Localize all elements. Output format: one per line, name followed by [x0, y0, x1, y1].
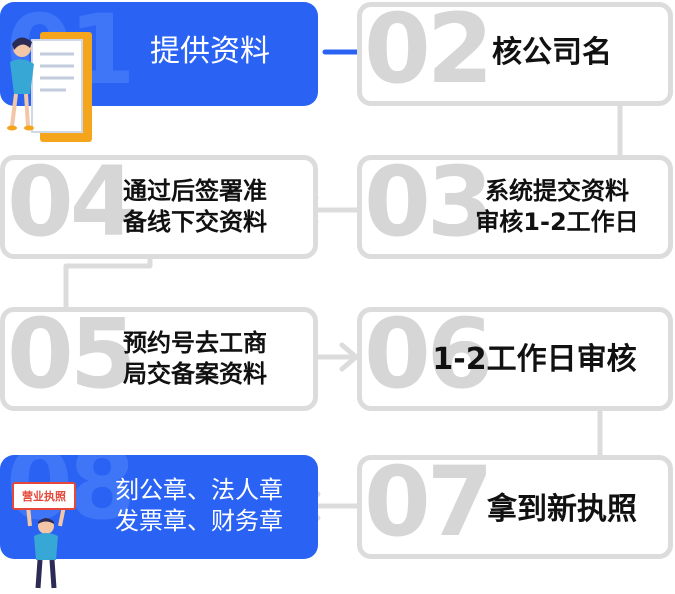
step-02-number: 02: [364, 2, 494, 105]
step-04-card: 04 通过后签署准 备线下交资料: [0, 155, 318, 259]
step-03-card: 03 系统提交资料 审核1-2工作日: [357, 155, 673, 259]
step-04-label: 通过后签署准 备线下交资料: [123, 177, 267, 237]
step-01-label: 提供资料: [150, 34, 270, 69]
document-person-illustration: [7, 32, 92, 142]
step-05-label: 预约号去工商 局交备案资料: [123, 329, 267, 389]
arrow-05-06: [315, 342, 359, 372]
step-05-card: 05 预约号去工商 局交备案资料: [0, 307, 318, 411]
business-license-sign: 营业执照: [12, 482, 76, 510]
step-03-label: 系统提交资料 审核1-2工作日: [475, 177, 639, 237]
step-03-number: 03: [364, 155, 494, 258]
license-person-illustration: 营业执照: [8, 476, 88, 594]
step-08-label: 刻公章、法人章 发票章、财务章: [115, 476, 283, 536]
step-04-number: 04: [7, 155, 137, 258]
step-05-number: 05: [7, 307, 137, 410]
step-06-number: 06: [364, 307, 494, 410]
step-07-label: 拿到新执照: [487, 492, 637, 527]
step-02-card: 02 核公司名: [357, 2, 673, 106]
step-06-label: 1-2工作日审核: [432, 342, 637, 377]
license-sign-text: 营业执照: [22, 490, 66, 503]
step-06-card: 06 1-2工作日审核: [357, 307, 673, 411]
step-07-number: 07: [364, 455, 494, 558]
step-07-card: 07 拿到新执照: [357, 455, 673, 559]
step-02-label: 核公司名: [492, 35, 612, 70]
person-figure: [26, 505, 66, 589]
